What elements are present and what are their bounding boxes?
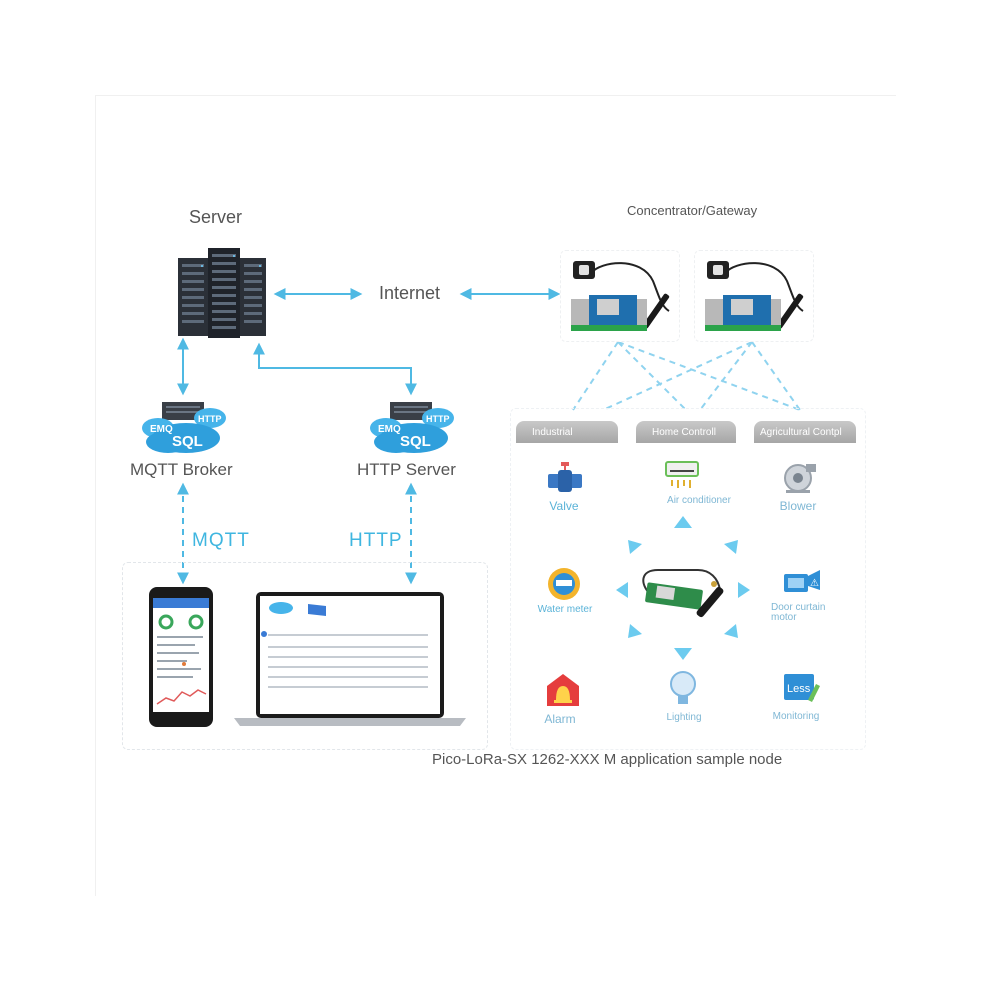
pico-lora-board-icon xyxy=(642,569,724,618)
gw2-agri-link xyxy=(751,341,801,411)
mqtt-broker-label: MQTT Broker xyxy=(130,460,233,479)
server-rack-icon xyxy=(178,248,266,338)
category-industrial: Industrial xyxy=(516,421,618,443)
gateway-board-icon xyxy=(571,261,670,331)
monitoring-icon: Less xyxy=(784,674,820,702)
gateway-module-2 xyxy=(694,250,814,342)
internet-label: Internet xyxy=(379,283,441,303)
client-devices-panel xyxy=(122,562,488,750)
diagram-frame xyxy=(95,95,896,896)
node-radial-arrows xyxy=(616,516,750,660)
alarm-icon xyxy=(547,674,579,706)
phone-icon xyxy=(149,587,213,727)
node-panel xyxy=(510,408,866,750)
valve-label: Valve xyxy=(549,499,579,513)
category-home: Home Controll xyxy=(636,421,736,443)
gw2-industrial-link xyxy=(602,341,753,411)
blower-label: Blower xyxy=(779,499,817,513)
valve-icon xyxy=(548,462,582,492)
cloud-emq-text: EMQ xyxy=(378,424,401,435)
cloud-emq-text: EMQ xyxy=(150,424,173,435)
water-meter-icon xyxy=(548,568,580,600)
gateway-module-1 xyxy=(560,250,680,342)
gw1-home-link xyxy=(617,341,687,411)
door-curtain-motor-icon: ⚠ xyxy=(784,570,820,592)
mqtt-cloud-icon: EMQ HTTP SQL xyxy=(142,402,226,453)
gw1-industrial-link xyxy=(572,341,619,411)
svg-text:⚠: ⚠ xyxy=(810,578,819,589)
http-protocol-label: HTTP xyxy=(349,530,403,551)
monitoring-label: Monitoring xyxy=(772,711,820,722)
server-label: Server xyxy=(189,207,243,227)
lighting-icon xyxy=(670,671,696,704)
cloud-sql-text: SQL xyxy=(400,433,431,450)
alarm-label: Alarm xyxy=(544,712,576,726)
category-agri: Agricultural Contpl xyxy=(754,421,856,443)
air-conditioner-label: Air conditioner xyxy=(667,495,731,506)
gw2-home-link xyxy=(699,341,753,411)
cloud-http-text: HTTP xyxy=(198,414,222,424)
cloud-http-text: HTTP xyxy=(426,414,450,424)
blower-icon xyxy=(784,464,816,493)
node-caption: Pico-LoRa-SX 1262-XXX M application samp… xyxy=(432,751,783,768)
less-badge: Less xyxy=(787,683,811,695)
air-conditioner-icon xyxy=(665,461,699,488)
laptop-icon xyxy=(234,592,466,726)
cloud-sql-text: SQL xyxy=(172,433,203,450)
http-cloud-icon: EMQ HTTP SQL xyxy=(370,402,454,453)
gateway-board-icon xyxy=(705,261,804,331)
gw1-agri-link xyxy=(617,341,801,411)
mqtt-protocol-label: MQTT xyxy=(192,530,250,551)
http-server-label: HTTP Server xyxy=(357,460,456,479)
door-curtain-motor-label: Door curtain motor xyxy=(771,602,826,623)
water-meter-label: Water meter xyxy=(537,604,593,615)
server-http-link xyxy=(253,342,417,396)
gateway-label: Concentrator/Gateway xyxy=(627,203,758,218)
lighting-label: Lighting xyxy=(666,712,702,723)
